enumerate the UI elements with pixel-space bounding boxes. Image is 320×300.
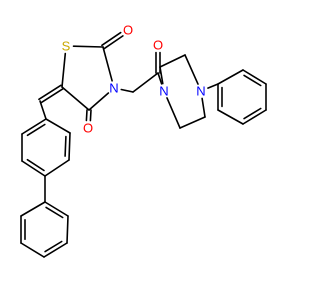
bond-a2-a3 [66, 215, 69, 244]
bond-c2-n3 [102, 46, 113, 82]
bond-a4-a5 [20, 242, 45, 258]
bond-b2-b3-inner [64, 135, 67, 157]
bond-layer [20, 31, 267, 258]
bond-p5-p6 [179, 116, 206, 129]
bond-q2-q3 [242, 69, 267, 85]
bond-p3-np4 [184, 54, 199, 85]
atom-label-n: N [196, 84, 205, 99]
bond-q4-q5-inner [243, 107, 262, 120]
bond-c9-np1 [157, 72, 163, 85]
bond-b6-b1-inner [26, 123, 46, 137]
bond-b2-b3 [68, 132, 71, 161]
bond-s1-c2 [72, 45, 104, 48]
bond-a6-a1 [20, 201, 46, 217]
bond-q5-q6 [217, 109, 244, 125]
bond-c5-ch-b [40, 87, 64, 104]
bond-b4-b5 [21, 160, 46, 177]
bond-c2-o2-a [103, 35, 124, 50]
bond-b4-b5-inner [26, 158, 45, 172]
bond-q4-q5 [242, 109, 267, 125]
atom-label-o: O [123, 23, 133, 38]
atom-label-o: O [153, 38, 163, 53]
bond-np4-p5 [201, 97, 206, 118]
bond-c5-s1 [61, 52, 67, 88]
bond-a3-a4-inner [44, 240, 63, 253]
bond-n3-c4 [88, 92, 110, 111]
bond-b1-b2 [45, 118, 71, 134]
bond-q2-q3-inner [243, 74, 262, 87]
molecule-diagram: S O O N O N N [20, 23, 267, 258]
bond-np4-q1 [207, 83, 219, 89]
atom-label-n: N [159, 84, 168, 99]
bond-n3-c8 [120, 88, 134, 93]
bond-np1-p2 [159, 66, 164, 85]
bond-b3-b4 [44, 159, 70, 177]
bond-c5-ch-a [38, 84, 62, 101]
bond-a3-a4 [43, 242, 68, 258]
bond-p6-np1 [166, 97, 181, 129]
bond-a1-a2 [44, 201, 69, 217]
bond-q1-q2 [217, 69, 244, 85]
bond-c2-o2-b [101, 31, 122, 47]
atom-label-layer: S O O N O N N [62, 23, 206, 136]
bond-p2-p3 [159, 54, 186, 68]
atom-label-o: O [83, 121, 93, 136]
bond-c8-c9 [132, 72, 159, 93]
bond-c4-o4-a [85, 109, 88, 122]
bond-b6-b1 [21, 118, 47, 135]
bond-ch-b1 [39, 100, 47, 120]
bond-c4-c5 [61, 86, 90, 111]
bond-a1-a2-inner [45, 206, 64, 219]
atom-label-n: N [109, 81, 118, 96]
atom-label-s: S [62, 39, 71, 54]
bond-c4-o4-b [89, 109, 92, 122]
